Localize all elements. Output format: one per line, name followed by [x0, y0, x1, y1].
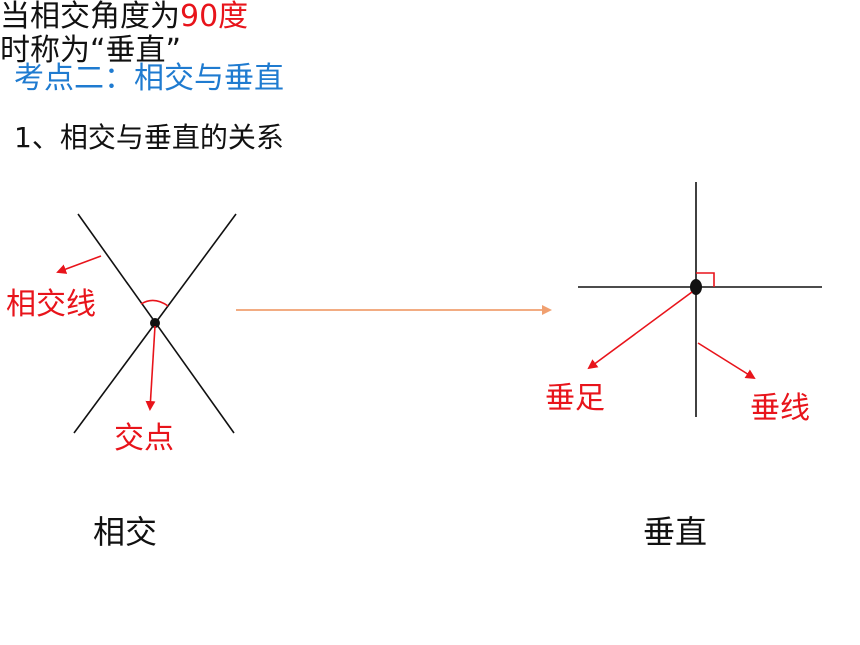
intersecting-caption: 相交: [93, 513, 158, 551]
arrow-to-line: [56, 255, 102, 274]
condition-line-1: 当相交角度为90度: [0, 0, 860, 34]
perpendicular-line-label: 垂线: [750, 391, 810, 426]
intersection-point-label: 交点: [114, 421, 174, 456]
perpendicular-caption: 垂直: [643, 513, 708, 551]
angle-arc: [140, 299, 169, 307]
arrow-to-point: [145, 325, 156, 411]
condition-prefix: 当相交角度为: [0, 0, 180, 34]
foot-point: [690, 279, 702, 295]
arrow-to-foot: [587, 291, 693, 370]
condition-text: 当相交角度为90度 时称为“垂直”: [0, 0, 860, 67]
foot-label: 垂足: [545, 381, 605, 416]
intersecting-lines-label: 相交线: [6, 287, 96, 322]
perpendicular-lines-figure: [578, 182, 822, 417]
intersecting-lines-figure: [56, 213, 237, 434]
intersection-point: [150, 318, 160, 328]
condition-angle-value: 90度: [180, 0, 249, 34]
right-angle-marker: [696, 272, 715, 287]
arrow-to-perp-line: [697, 342, 756, 380]
page-title: 考点二：相交与垂直: [14, 61, 284, 96]
condition-line-2: 时称为“垂直”: [0, 32, 182, 68]
section-heading: 1、相交与垂直的关系: [14, 121, 284, 154]
